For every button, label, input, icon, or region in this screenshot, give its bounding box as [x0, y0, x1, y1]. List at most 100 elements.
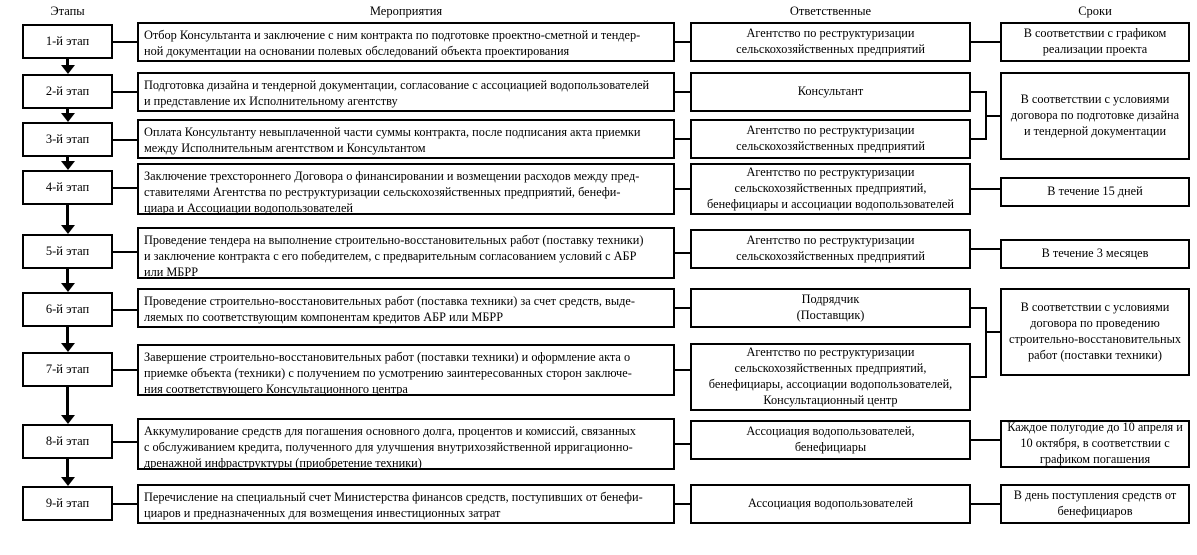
connector-activity-responsible-7	[675, 369, 690, 371]
stage-label: 4-й этап	[45, 180, 90, 195]
column-header-terms: Сроки	[1078, 4, 1112, 18]
connector-activity-responsible-5	[675, 252, 690, 254]
connector-stage-activity-1	[113, 40, 137, 43]
connector-stage-activity-4	[113, 186, 137, 189]
activity-text-line: Оплата Консультанту невыплаченной части …	[144, 125, 641, 139]
responsible-box-8[interactable]: Ассоциация водопользователей,бенефициары	[690, 420, 971, 460]
arrow-head	[60, 225, 75, 234]
responsible-box-2[interactable]: Консультант	[690, 72, 971, 112]
activity-text-line: и представление их Исполнительному агент…	[144, 93, 398, 108]
stage-box-7[interactable]: 7-й этап	[22, 352, 113, 387]
term-text-line: бенефициаров	[1057, 504, 1133, 518]
activity-text-line: и заключение контракта с его победителем…	[144, 248, 637, 263]
responsible-text-line: Консультант	[797, 84, 864, 98]
activity-text-line: циара и Ассоциации водопользователей	[144, 200, 353, 215]
column-header-stages: Этапы	[50, 4, 85, 18]
activity-box-2[interactable]: Подготовка дизайна и тендерной документа…	[137, 72, 675, 112]
activity-text-line: или МБРР	[144, 264, 199, 279]
activity-box-3[interactable]: Оплата Консультанту невыплаченной части …	[137, 119, 675, 159]
connector-term-entry-6	[985, 439, 1000, 441]
connector-activity-responsible-6	[675, 307, 690, 309]
connector-term-entry-1	[985, 41, 1000, 43]
term-box-3[interactable]: В течение 15 дней	[1000, 177, 1190, 207]
term-text-line: В течение 15 дней	[1047, 184, 1143, 198]
responsible-text-line: сельскохозяйственных предприятий	[736, 42, 925, 56]
responsible-text-line: сельскохозяйственных предприятий,	[734, 181, 927, 195]
arrow-shaft	[66, 157, 69, 161]
arrow-shaft	[66, 205, 69, 225]
stage-box-5[interactable]: 5-й этап	[22, 234, 113, 269]
connector-responsible-term-3-1	[971, 188, 987, 190]
stage-box-3[interactable]: 3-й этап	[22, 122, 113, 157]
activity-text-line: дренажной инфраструктуры (приобретение т…	[144, 455, 422, 470]
activity-box-5[interactable]: Проведение тендера на выполнение строите…	[137, 227, 675, 279]
connector-term-entry-3	[985, 188, 1000, 190]
stage-box-6[interactable]: 6-й этап	[22, 292, 113, 327]
arrow-head	[60, 65, 75, 74]
connector-term-entry-7	[985, 503, 1000, 505]
activity-box-8[interactable]: Аккумулирование средств для погашения ос…	[137, 418, 675, 470]
responsible-text-line: Агентство по реструктуризации	[746, 123, 915, 138]
arrow-head	[60, 113, 75, 122]
stage-label: 6-й этап	[45, 302, 90, 317]
arrow-shaft	[66, 459, 69, 477]
term-text-line: договора по подготовке дизайна	[1010, 108, 1180, 122]
term-text-line: В соответствии с условиями	[1020, 300, 1170, 315]
stage-box-1[interactable]: 1-й этап	[22, 24, 113, 59]
activity-text-line: приемке объекта (техники) с получением п…	[144, 365, 632, 380]
connector-term-entry-4	[985, 248, 1000, 250]
term-text-line: В день поступления средств от	[1013, 488, 1177, 503]
connector-activity-responsible-8	[675, 443, 690, 445]
activity-box-9[interactable]: Перечисление на специальный счет Министе…	[137, 484, 675, 524]
term-text-line: работ (поставки техники)	[1028, 347, 1162, 362]
stage-box-9[interactable]: 9-й этап	[22, 486, 113, 521]
activity-box-4[interactable]: Заключение трехстороннего Договора о фин…	[137, 163, 675, 215]
column-header-responsibles: Ответственные	[789, 4, 872, 18]
activity-text-line: Подготовка дизайна и тендерной документа…	[144, 78, 650, 92]
activity-text-line: циаров и предназначенных для возмещения …	[144, 505, 501, 520]
flow-arrow-7-to-8	[22, 387, 113, 424]
activity-text-line: Заключение трехстороннего Договора о фин…	[144, 169, 640, 183]
responsible-text-line: (Поставщик)	[796, 308, 865, 322]
connector-term-spine-5	[985, 307, 987, 378]
arrow-head	[60, 343, 75, 352]
responsible-box-6[interactable]: Подрядчик(Поставщик)	[690, 288, 971, 328]
connector-term-entry-2	[985, 115, 1000, 117]
activity-box-6[interactable]: Проведение строительно-восстановительных…	[137, 288, 675, 328]
responsible-text-line: Агентство по реструктуризации	[746, 26, 915, 41]
connector-activity-responsible-9	[675, 503, 690, 505]
responsible-text-line: бенефициары	[794, 440, 867, 454]
connector-stage-activity-7	[113, 368, 137, 371]
connector-stage-activity-6	[113, 308, 137, 311]
activity-text-line: ляемых по соответствующим компонентам кр…	[144, 309, 504, 324]
connector-activity-responsible-1	[675, 41, 690, 43]
stage-box-4[interactable]: 4-й этап	[22, 170, 113, 205]
term-text-line: В течение 3 месяцев	[1041, 246, 1149, 260]
activity-box-1[interactable]: Отбор Консультанта и заключение с ним ко…	[137, 22, 675, 62]
activity-text-line: Отбор Консультанта и заключение с ним ко…	[144, 28, 641, 42]
connector-stage-activity-8	[113, 440, 137, 443]
activity-box-7[interactable]: Завершение строительно-восстановительных…	[137, 344, 675, 396]
arrow-shaft	[66, 327, 69, 343]
activity-text-line: Перечисление на специальный счет Министе…	[144, 490, 643, 504]
stage-label: 9-й этап	[45, 496, 90, 511]
term-box-4[interactable]: В течение 3 месяцев	[1000, 239, 1190, 269]
connector-responsible-term-1-1	[971, 41, 987, 43]
stage-box-2[interactable]: 2-й этап	[22, 74, 113, 109]
stage-box-8[interactable]: 8-й этап	[22, 424, 113, 459]
connector-stage-activity-2	[113, 90, 137, 93]
arrow-head	[60, 161, 75, 170]
responsible-box-9[interactable]: Ассоциация водопользователей	[690, 484, 971, 524]
activity-text-line: ной документации на основании полевых об…	[144, 43, 570, 58]
